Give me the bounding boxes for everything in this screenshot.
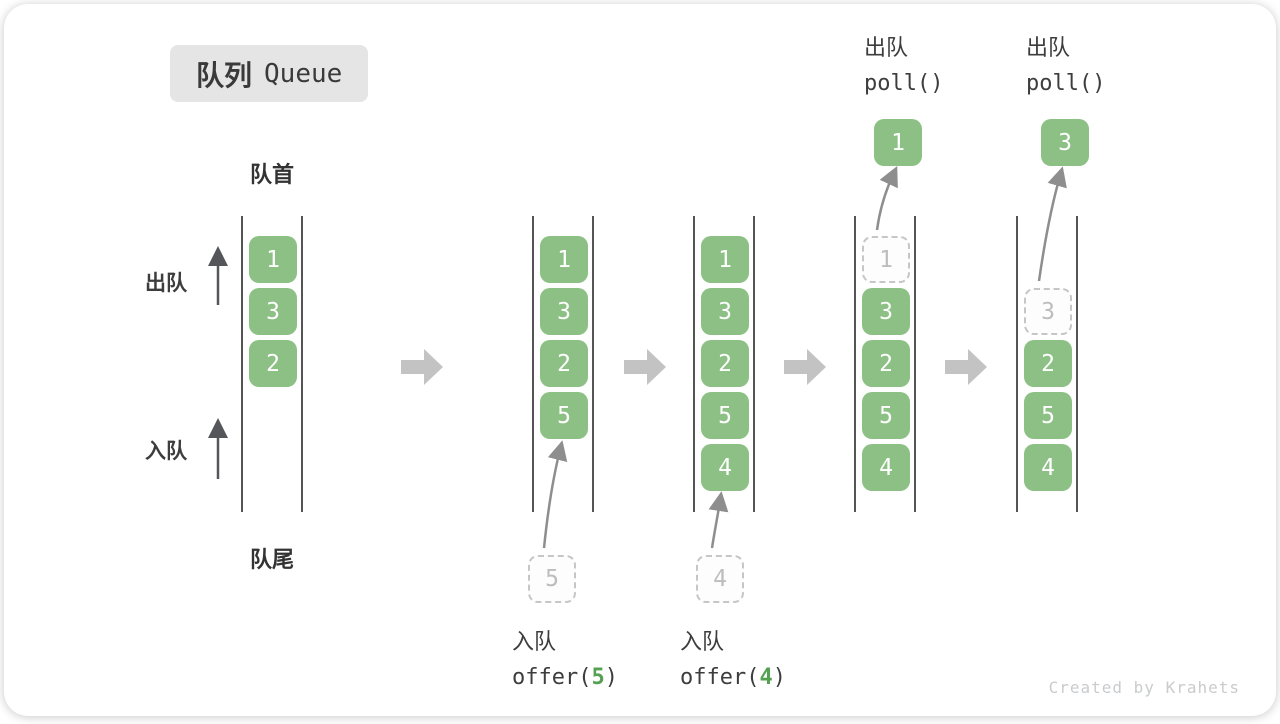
- queue-slot: 2: [249, 340, 297, 387]
- queue-slot: 2: [1024, 340, 1072, 387]
- incoming-element-1: 5: [528, 555, 576, 603]
- queue-slot: 4: [701, 444, 749, 491]
- queue-slot: 5: [862, 392, 910, 439]
- queue-slot: 5: [540, 392, 588, 439]
- queue-tail-label: 队尾: [249, 547, 294, 572]
- queue-slot: 3: [540, 288, 588, 335]
- enqueue-side-label: 入队: [145, 440, 187, 463]
- enqueue-op-1-label: 入队: [512, 629, 557, 654]
- title-zh: 队列: [196, 59, 253, 91]
- queue-state-4-after-poll-1: 1 3 2 5 4: [854, 216, 916, 512]
- queue-slot: 1: [249, 236, 297, 283]
- queue-slot: 2: [701, 340, 749, 387]
- right-block-arrow-icon: [784, 349, 826, 385]
- title-badge: 队列 Queue: [170, 45, 369, 102]
- incoming-element-2: 4: [696, 555, 744, 603]
- enqueue-op-2-label-group: 入队 offer(4): [680, 624, 786, 690]
- queue-state-5-after-poll-3: 3 2 5 4: [1016, 216, 1078, 512]
- queue-slot: 1: [540, 236, 588, 283]
- dequeue-op-2-label: 出队: [1026, 35, 1071, 60]
- queue-slot: 2: [540, 340, 588, 387]
- title-en: Queue: [264, 58, 343, 89]
- enqueue-op-2-arg: 4: [759, 665, 773, 690]
- queue-slot: 2: [862, 340, 910, 387]
- queue-slot: 1: [701, 236, 749, 283]
- dequeued-element-1: 1: [874, 119, 922, 166]
- queue-slot: 3: [701, 288, 749, 335]
- diagram-canvas: 队列 Queue 队首 队尾 出队 入队 1 3 2 1 3 2 5 1 3 2 5 4 1 3 2 5 4 3 2…: [4, 4, 1276, 716]
- queue-slot: 3: [249, 288, 297, 335]
- queue-head-label: 队首: [249, 162, 294, 187]
- right-block-arrow-icon: [401, 349, 443, 385]
- enqueue-op-1-label-group: 入队 offer(5): [512, 624, 618, 690]
- enqueue-op-1-code: offer(5): [512, 665, 618, 690]
- enqueue-op-1-arg: 5: [591, 665, 605, 690]
- queue-slot: 4: [862, 444, 910, 491]
- queue-slot: 4: [1024, 444, 1072, 491]
- dequeue-op-1-code: poll(): [864, 71, 944, 96]
- enqueue-op-2-code: offer(4): [680, 665, 786, 690]
- queue-slot: 5: [1024, 392, 1072, 439]
- queue-slot: 3: [862, 288, 910, 335]
- queue-slot: 5: [701, 392, 749, 439]
- enqueue-op-2-label: 入队: [680, 629, 725, 654]
- queue-slot-dashed: 3: [1024, 288, 1072, 335]
- right-block-arrow-icon: [624, 349, 666, 385]
- queue-state-3-after-offer-4: 1 3 2 5 4: [693, 216, 755, 512]
- queue-slot-dashed: 1: [862, 236, 910, 283]
- dequeue-op-2-code: poll(): [1026, 71, 1106, 96]
- queue-state-2-after-offer-5: 1 3 2 5: [532, 216, 594, 512]
- dequeue-op-1-label-group: 出队 poll(): [864, 30, 943, 96]
- watermark: Created by Krahets: [1048, 678, 1240, 697]
- dequeue-op-2-label-group: 出队 poll(): [1026, 30, 1105, 96]
- dequeued-element-2: 3: [1041, 119, 1089, 166]
- right-block-arrow-icon: [945, 349, 987, 385]
- dequeue-op-1-label: 出队: [864, 35, 909, 60]
- dequeue-side-label: 出队: [145, 272, 187, 295]
- queue-state-1: 1 3 2: [241, 216, 303, 512]
